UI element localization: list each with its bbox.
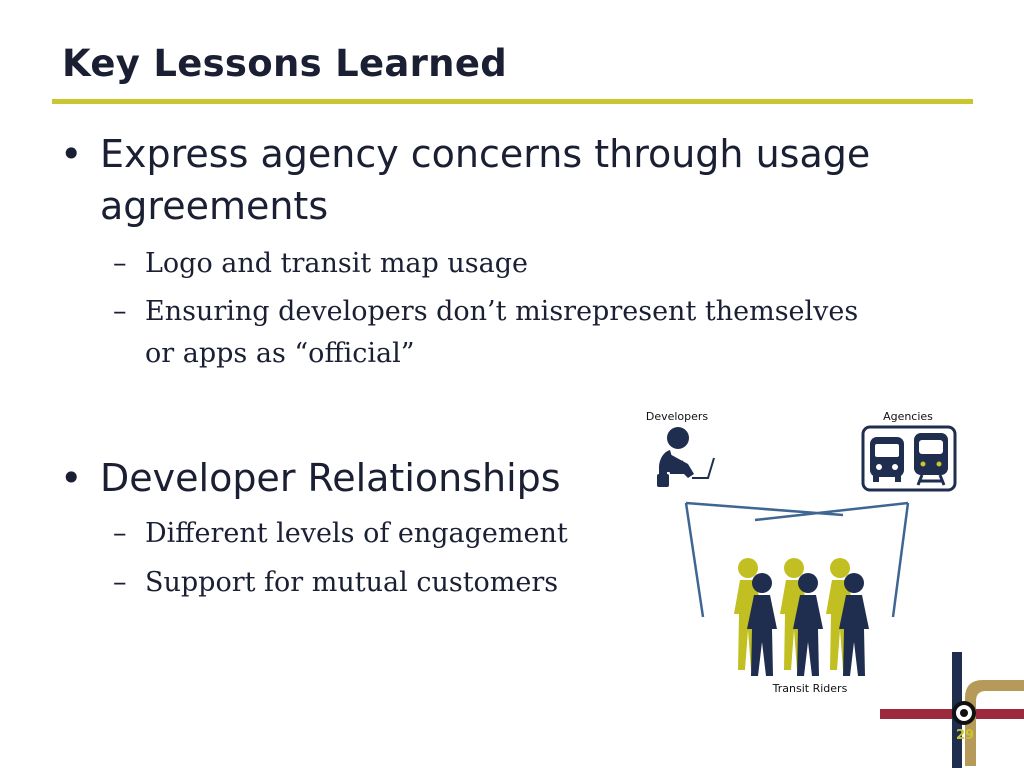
bus-icon bbox=[870, 437, 904, 482]
sub-bullet-2-2-text: Support for mutual customers bbox=[145, 567, 559, 598]
developers-label: Developers bbox=[646, 410, 709, 423]
developer-laptop-icon bbox=[657, 427, 715, 487]
slide-title: Key Lessons Learned bbox=[62, 42, 508, 85]
connector-lines bbox=[684, 501, 910, 618]
sub-bullet-marker: – bbox=[113, 296, 127, 327]
sub-bullet-marker: – bbox=[113, 518, 127, 549]
bullet-1-line-1: Express agency concerns through usage bbox=[100, 132, 871, 176]
bullet-1-line-2: agreements bbox=[100, 184, 329, 228]
bullet-2-line-1: Developer Relationships bbox=[100, 456, 561, 500]
rider-group-icon bbox=[734, 558, 869, 676]
transit-logo bbox=[880, 652, 1024, 768]
agencies-icon-box bbox=[861, 425, 957, 492]
transit-riders-label: Transit Riders bbox=[772, 682, 848, 695]
sub-bullet-marker: – bbox=[113, 248, 127, 279]
bullet-marker: • bbox=[60, 132, 83, 176]
relationship-diagram: Developers Agencies bbox=[646, 410, 957, 695]
sub-bullet-2-1-text: Different levels of engagement bbox=[145, 518, 568, 549]
title-underline bbox=[52, 99, 973, 104]
page-number: 29 bbox=[955, 728, 975, 743]
sub-bullet-marker: – bbox=[113, 567, 127, 598]
sub-bullet-1-2-line-2: or apps as “official” bbox=[145, 338, 415, 369]
bullet-marker: • bbox=[60, 456, 83, 500]
sub-bullet-1-2-line-1: Ensuring developers don’t misrepresent t… bbox=[145, 296, 859, 327]
agencies-label: Agencies bbox=[883, 410, 933, 423]
train-icon bbox=[914, 433, 948, 486]
sub-bullet-1-1-text: Logo and transit map usage bbox=[145, 248, 528, 279]
